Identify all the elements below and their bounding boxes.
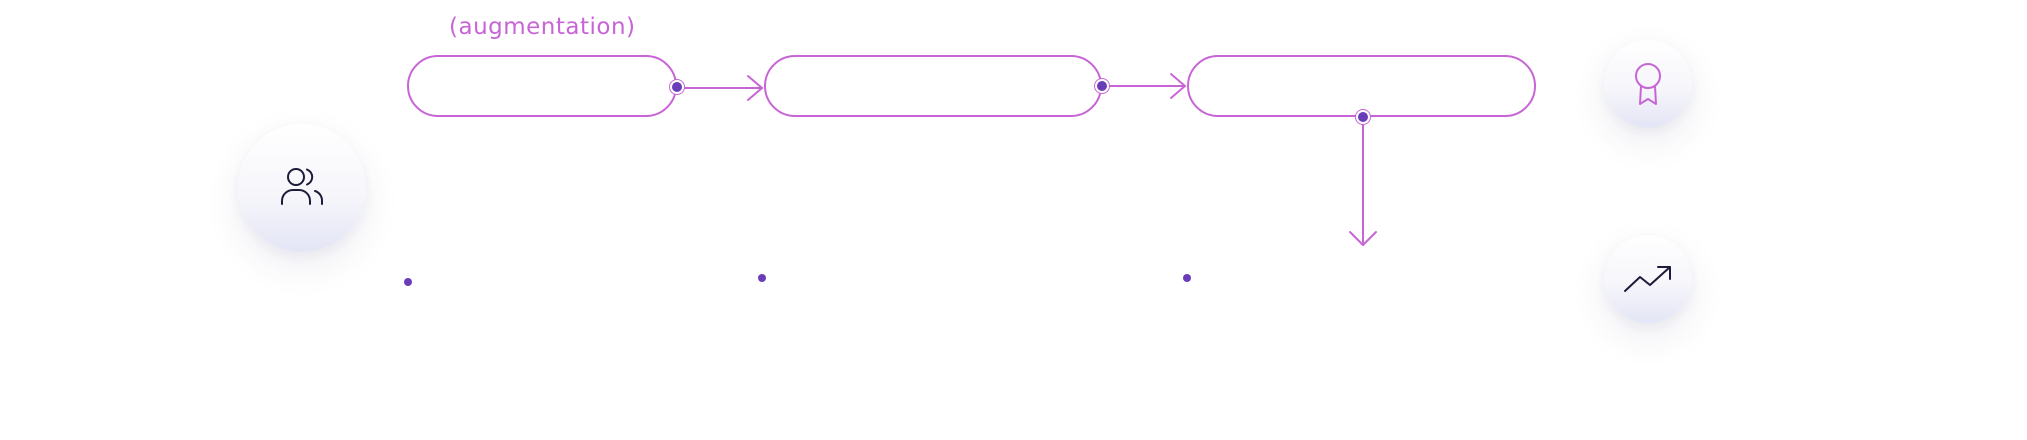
arrow-head-3-down bbox=[1349, 231, 1377, 246]
arrow-head-2-3 bbox=[1170, 73, 1186, 99]
users-icon bbox=[281, 168, 323, 205]
bullet-dot-3 bbox=[1183, 274, 1191, 282]
users-badge bbox=[238, 124, 366, 252]
augmentation-annotation: (augmentation) bbox=[449, 14, 636, 40]
arrow-head-1-2 bbox=[747, 75, 763, 101]
trend-badge bbox=[1604, 235, 1692, 323]
connector-node-1 bbox=[672, 82, 682, 92]
flow-step-1 bbox=[407, 55, 677, 117]
award-badge bbox=[1604, 40, 1692, 128]
flow-step-3 bbox=[1187, 55, 1536, 117]
bullet-dot-1 bbox=[404, 278, 412, 286]
connector-node-3 bbox=[1358, 112, 1368, 122]
bullet-dot-2 bbox=[758, 274, 766, 282]
trending-up-icon bbox=[1624, 266, 1671, 292]
connector-node-2 bbox=[1097, 81, 1107, 91]
flow-step-2 bbox=[764, 55, 1102, 117]
award-ribbon-icon bbox=[1635, 63, 1661, 105]
